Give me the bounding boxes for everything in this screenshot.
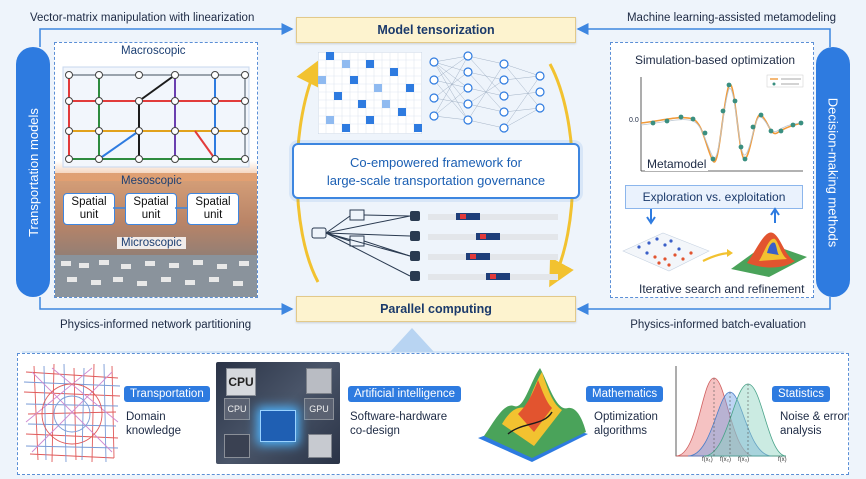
decision-making-panel: Simulation-based optimization 0.0 Metamo… xyxy=(610,42,814,298)
edge-label-bottom-left: Physics-informed network partitioning xyxy=(60,319,252,331)
exploration-arrows xyxy=(646,207,780,225)
stats-desc: Noise & error analysis xyxy=(780,411,848,437)
framework-title-line2: large-scale transportation governance xyxy=(326,172,546,188)
cpu-chip-large: CPU xyxy=(226,368,256,396)
cpu-chip-small: CPU xyxy=(224,398,250,420)
memory-chip xyxy=(308,434,332,458)
edge-label-top-right: Machine learning-assisted metamodeling xyxy=(626,12,836,24)
stats-tick-1: f(x₁) xyxy=(702,457,713,463)
distribution-curves xyxy=(675,366,787,457)
gpu-chip-top xyxy=(306,368,332,394)
spatial-unit-2: Spatial unit xyxy=(125,193,177,225)
exploration-exploitation-box: Exploration vs. exploitation xyxy=(625,185,803,209)
stats-tick-3: f(x₃) xyxy=(738,457,750,463)
microscopic-traffic xyxy=(55,255,257,297)
metamodel-plot xyxy=(631,71,807,175)
transportation-desc: Domain knowledge xyxy=(126,411,181,437)
spatial-unit-1: Spatial unit xyxy=(63,193,115,225)
co-empowered-framework-box: Co-empowered framework for large-scale t… xyxy=(292,143,580,199)
macroscopic-network xyxy=(62,66,250,168)
framework-title-line1: Co-empowered framework for xyxy=(350,154,522,170)
parallel-computing-box: Parallel computing xyxy=(296,296,576,322)
artificial-intelligence-tag: Artificial intelligence xyxy=(348,386,461,402)
spatial-unit-3: Spatial unit xyxy=(187,193,239,225)
stats-tick-4: f(x) xyxy=(778,457,787,463)
simulation-optimization-title: Simulation-based optimization xyxy=(635,53,796,67)
parallel-computing-graphic xyxy=(311,209,558,281)
gpu-chip: GPU xyxy=(304,398,334,420)
ai-desc: Software-hardware co-design xyxy=(350,411,448,437)
decision-making-methods-pill: Decision-making methods xyxy=(816,47,850,297)
axis-tick-label: 0.0 xyxy=(629,117,639,124)
spatial-unit-arrows xyxy=(113,207,187,209)
stats-tick-2: f(x₂) xyxy=(720,457,731,463)
macroscopic-label: Macroscopic xyxy=(117,45,190,57)
metamodel-label: Metamodel xyxy=(645,157,709,171)
transportation-models-pill: Transportation models xyxy=(16,47,50,297)
exploration-exploitation-label: Exploration vs. exploitation xyxy=(642,190,786,204)
decision-making-methods-label: Decision-making methods xyxy=(825,97,841,247)
sparse-matrix-graphic xyxy=(318,52,422,134)
microscopic-label: Microscopic xyxy=(117,237,186,249)
edge-label-bottom-right: Physics-informed batch-evaluation xyxy=(630,319,806,331)
edge-label-top-left: Vector-matrix manipulation with lineariz… xyxy=(30,12,255,24)
foundations-panel: Transportation Domain knowledge CPU CPU … xyxy=(17,353,849,475)
iterative-search-graphic xyxy=(622,232,807,277)
road-network-map xyxy=(22,362,122,464)
math-desc: Optimization algorithms xyxy=(594,411,658,437)
iterative-search-label: Iterative search and refinement xyxy=(639,282,805,296)
transportation-tag: Transportation xyxy=(124,386,210,402)
transportation-models-label: Transportation models xyxy=(25,107,41,237)
mesoscopic-label: Mesoscopic xyxy=(121,175,182,187)
mathematics-tag: Mathematics xyxy=(586,386,664,402)
statistics-tag: Statistics xyxy=(772,386,831,402)
optimization-surface xyxy=(478,368,588,462)
hardware-board: CPU CPU GPU xyxy=(216,362,340,464)
transportation-models-panel: Macroscopic Mesoscopic Spatial unit Spat… xyxy=(54,42,258,298)
model-tensorization-box: Model tensorization xyxy=(296,17,576,43)
bottom-left-chip xyxy=(224,434,250,458)
neural-network-graphic xyxy=(429,51,545,133)
ai-core-chip xyxy=(260,410,296,442)
